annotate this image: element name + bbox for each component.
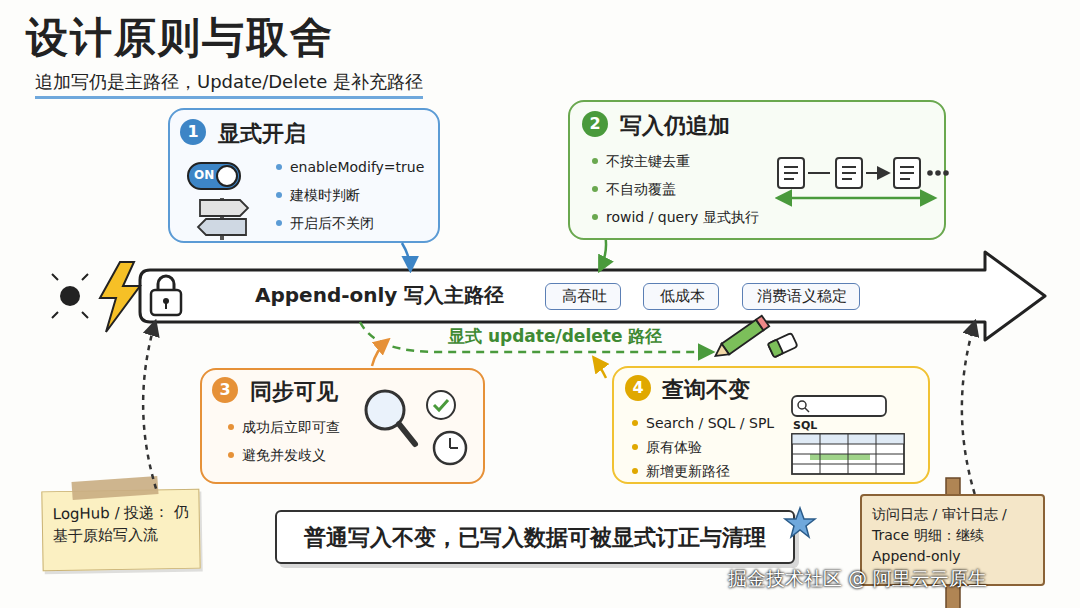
diagram-title: 设计原则与取舍 [26, 10, 334, 66]
connector-arrow [600, 240, 606, 270]
node-heading: 低成本 [644, 287, 720, 307]
watermark: 掘金技术社区 @ 阿里云云原生 [728, 566, 987, 592]
sticky-note: LogHub / 投递： 仍基于原始写入流 [41, 489, 200, 572]
node-heading: LogHub / 投递： 仍基于原始写入流 [53, 502, 194, 548]
node-heading: 普通写入不变，已写入数据可被显式订正与清理 [277, 524, 793, 553]
node-text: 建模时判断 [276, 186, 360, 204]
lightning-icon [100, 262, 140, 332]
connector-arrow [962, 322, 975, 494]
dashed-update-path [360, 322, 712, 352]
principle-box: 同步可见成功后立即可查避免并发歧义 [200, 368, 485, 484]
node-text: enableModify=true [276, 158, 424, 176]
node-heading: 同步可见 [250, 378, 338, 407]
node-text: 新增更新路径 [632, 462, 730, 480]
node-heading: 访问日志 / 审计日志 / Trace 明细：继续 Append-only [872, 504, 1040, 567]
connector-arrow [143, 322, 156, 489]
callout-number: 1 [180, 119, 206, 145]
main-path-arrow: Append-only 写入主路径 高吞吐 低成本 消费语义稳定 [140, 270, 985, 322]
arrow-outline-path [140, 252, 1045, 340]
principle-box: 写入仍追加不按主键去重不自动覆盖 rowid / query 显式执行 [568, 100, 946, 240]
node-heading: 高吞吐 [546, 287, 622, 307]
principle-box: 查询不变 Search / SQL / SPL 原有体验新增更新路径 [612, 366, 930, 484]
node-heading: Append-only 写入主路径 [255, 282, 504, 308]
callout-number: 3 [212, 377, 238, 403]
property-pill: 低成本 [643, 283, 719, 310]
node-heading: 显式开启 [218, 120, 306, 149]
toggle-label: ON [194, 168, 214, 182]
start-dot [52, 274, 88, 318]
subtitle: 追加写仍是主路径，Update/Delete 是补充路径 [35, 70, 423, 99]
summary-banner: 普通写入不变，已写入数据可被显式订正与清理 [275, 510, 795, 564]
node-text: Search / SQL / SPL [632, 414, 774, 432]
node-text: 不自动覆盖 [592, 180, 676, 198]
leader-arrow [372, 340, 388, 366]
node-heading: 查询不变 [662, 376, 750, 405]
connector-arrow [402, 243, 410, 270]
property-pill: 高吞吐 [545, 283, 621, 310]
callout-number: 2 [582, 111, 608, 137]
node-text: 不按主键去重 [592, 152, 690, 170]
leader-arrow [594, 358, 606, 378]
path-label: 显式 update/delete 路径 [448, 325, 662, 348]
node-text: rowid / query 显式执行 [592, 208, 759, 226]
node-text: 原有体验 [632, 438, 702, 456]
node-heading: 消费语义稳定 [743, 287, 861, 307]
node-heading: 写入仍追加 [620, 112, 730, 141]
table-label: SQL [793, 419, 817, 432]
node-text: 开启后不关闭 [276, 214, 374, 232]
node-text: 避免并发歧义 [228, 446, 326, 464]
node-text: 成功后立即可查 [228, 418, 340, 436]
property-pill: 消费语义稳定 [742, 283, 860, 310]
callout-number: 4 [625, 375, 651, 401]
